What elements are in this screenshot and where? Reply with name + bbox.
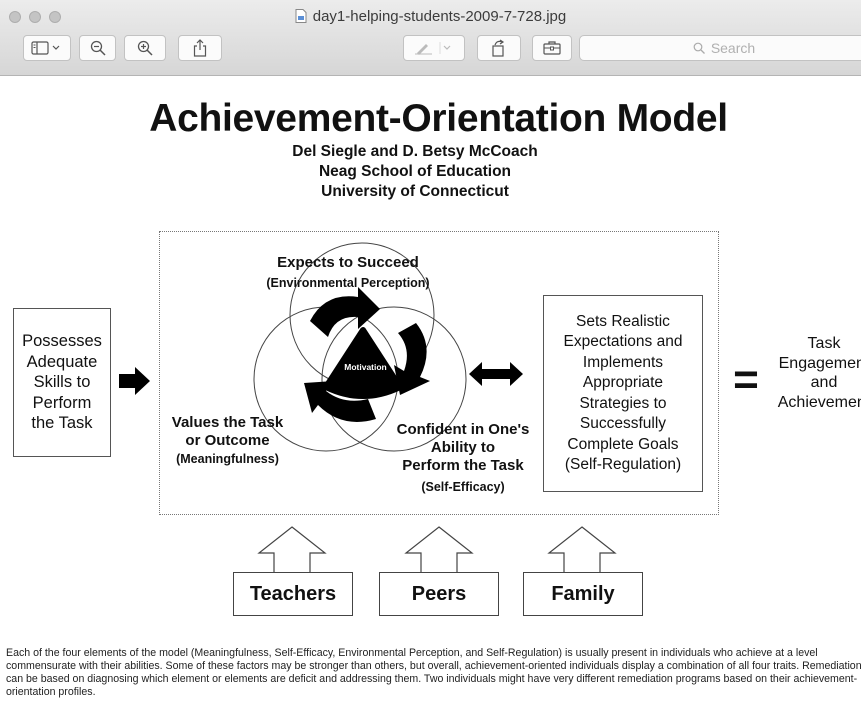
values-line: or Outcome: [185, 432, 270, 449]
motivation-label: Motivation: [344, 362, 387, 372]
outcome-line: Achievement: [777, 393, 861, 411]
regulation-line: Appropriate: [582, 374, 664, 391]
values-label: Values the Task or Outcome (Meaningfulne…: [155, 414, 300, 468]
close-window-button[interactable]: [9, 11, 21, 23]
regulation-line: Complete Goals: [567, 435, 679, 453]
regulation-line: Sets Realistic: [576, 312, 670, 330]
share-icon: [193, 39, 207, 57]
values-sublabel: (Meaningfulness): [176, 452, 279, 466]
image-file-icon: [295, 9, 307, 23]
outcome-line: and: [810, 374, 838, 391]
zoom-in-button[interactable]: [124, 35, 166, 61]
zoom-out-button[interactable]: [79, 35, 116, 61]
regulation-line: Strategies to: [579, 394, 667, 412]
toolbox-button[interactable]: [532, 35, 572, 61]
teachers-up-arrow-icon: [257, 526, 327, 574]
toolbox-icon: [543, 41, 561, 55]
zoom-window-button[interactable]: [49, 11, 61, 23]
skills-line: Adequate: [26, 352, 98, 371]
outcome-line: Engagement: [778, 354, 861, 372]
confident-sublabel: (Self-Efficacy): [421, 480, 505, 494]
peers-up-arrow-icon: [404, 526, 474, 574]
footnote-paragraph: Each of the four elements of the model (…: [6, 647, 861, 698]
expects-label: Expects to Succeed: [277, 254, 419, 271]
pen-icon: [415, 42, 451, 55]
skills-box: Possesses Adequate Skills to Perform the…: [13, 308, 111, 457]
university: University of Connecticut: [321, 183, 509, 200]
family-box: Family: [523, 572, 643, 616]
confident-line: Ability to: [430, 439, 496, 456]
rotate-button[interactable]: [477, 35, 521, 61]
search-field[interactable]: Search: [579, 35, 861, 61]
skills-line: Possesses: [22, 332, 102, 351]
confident-label: Confident in One's Ability to Perform th…: [373, 421, 553, 496]
motivation-frame: [159, 231, 719, 515]
school: Neag School of Education: [318, 163, 512, 180]
authors: Del Siegle and D. Betsy McCoach: [292, 143, 538, 160]
sidebar-icon: [31, 41, 60, 55]
zoom-in-icon: [137, 40, 153, 56]
outcome-line: Task: [807, 335, 841, 352]
share-button[interactable]: [178, 35, 222, 61]
skills-line: Perform: [32, 393, 92, 412]
family-up-arrow-icon: [547, 526, 617, 574]
rotate-icon: [492, 39, 505, 57]
regulation-line: (Self-Regulation): [564, 456, 682, 473]
document-view: Achievement-Orientation Model Del Siegle…: [0, 77, 861, 717]
self-regulation-box: Sets Realistic Expectations and Implemen…: [543, 295, 703, 492]
peers-box: Peers: [379, 572, 499, 616]
skills-line: Skills to: [33, 373, 91, 392]
window-title: day1-helping-students-2009-7-728.jpg: [0, 4, 861, 30]
page-title: Achievement-Orientation Model: [149, 97, 728, 140]
sidebar-toggle-button[interactable]: [23, 35, 71, 61]
equals-sign: =: [733, 355, 759, 404]
minimize-window-button[interactable]: [29, 11, 41, 23]
window-toolbar: day1-helping-students-2009-7-728.jpg: [0, 0, 861, 76]
confident-line: Perform the Task: [402, 457, 524, 474]
search-icon: [693, 42, 705, 54]
regulation-line: Successfully: [579, 415, 667, 432]
window-title-text: day1-helping-students-2009-7-728.jpg: [312, 8, 567, 25]
teachers-box: Teachers: [233, 572, 353, 616]
outcome-text: Task Engagement and Achievement: [769, 334, 861, 412]
venn-diagram: [253, 242, 467, 452]
regulation-line: Implements: [582, 353, 664, 371]
search-placeholder: Search: [710, 40, 756, 56]
confident-line: Confident in One's: [396, 421, 530, 438]
skills-line: the Task: [31, 414, 93, 433]
markup-pen-button[interactable]: [403, 35, 465, 61]
right-arrow-icon: [119, 367, 150, 395]
values-line: Values the Task: [171, 414, 284, 431]
expects-sublabel: (Environmental Perception): [266, 276, 430, 290]
zoom-out-icon: [90, 40, 106, 56]
double-arrow-icon: [469, 362, 523, 386]
expects-sublabel-wrap: (Environmental Perception): [238, 274, 458, 292]
regulation-line: Expectations and: [563, 333, 683, 350]
